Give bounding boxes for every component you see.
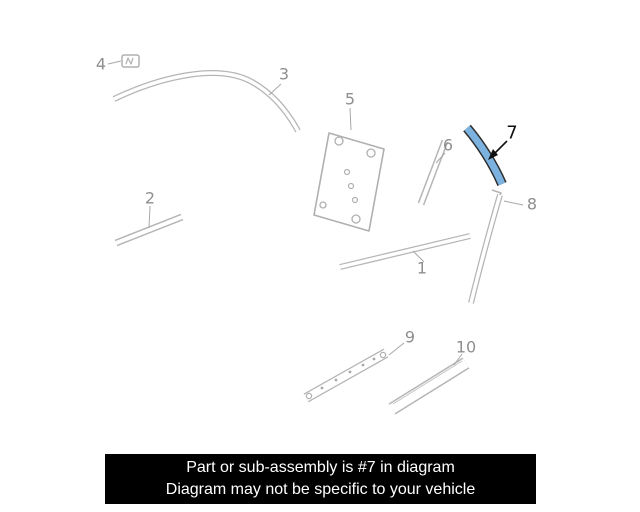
part-label-10: 10 [455,337,477,357]
part-3-roof-molding [112,70,301,133]
part-7-highlighted-trim [463,124,507,187]
part-label-5: 5 [344,89,356,109]
part-label-4: 4 [95,54,107,74]
part-label-2: 2 [144,188,156,208]
part-5-pillar-panel [313,132,385,232]
part-label-3: 3 [278,64,290,84]
part-6-strip [417,139,449,206]
notice-banner: Part or sub-assembly is #7 in diagram Di… [105,454,536,504]
part-8-pillar-strip [468,189,503,304]
part-label-9: 9 [404,327,416,347]
part-9-door-molding [303,348,389,403]
part-label-7-highlighted: 7 [506,122,518,144]
part-1-belt-molding [339,233,471,270]
part-label-6: 6 [442,135,454,155]
part-label-8: 8 [526,194,538,214]
highlight-arrow [488,140,508,160]
part-10-door-molding [388,357,470,415]
part-2-molding [114,213,184,247]
notice-line-1: Part or sub-assembly is #7 in diagram [186,459,455,476]
notice-line-2: Diagram may not be specific to your vehi… [165,481,476,498]
part-label-1: 1 [416,258,428,278]
part-4-clip [121,54,140,68]
leader-lines [107,60,524,366]
